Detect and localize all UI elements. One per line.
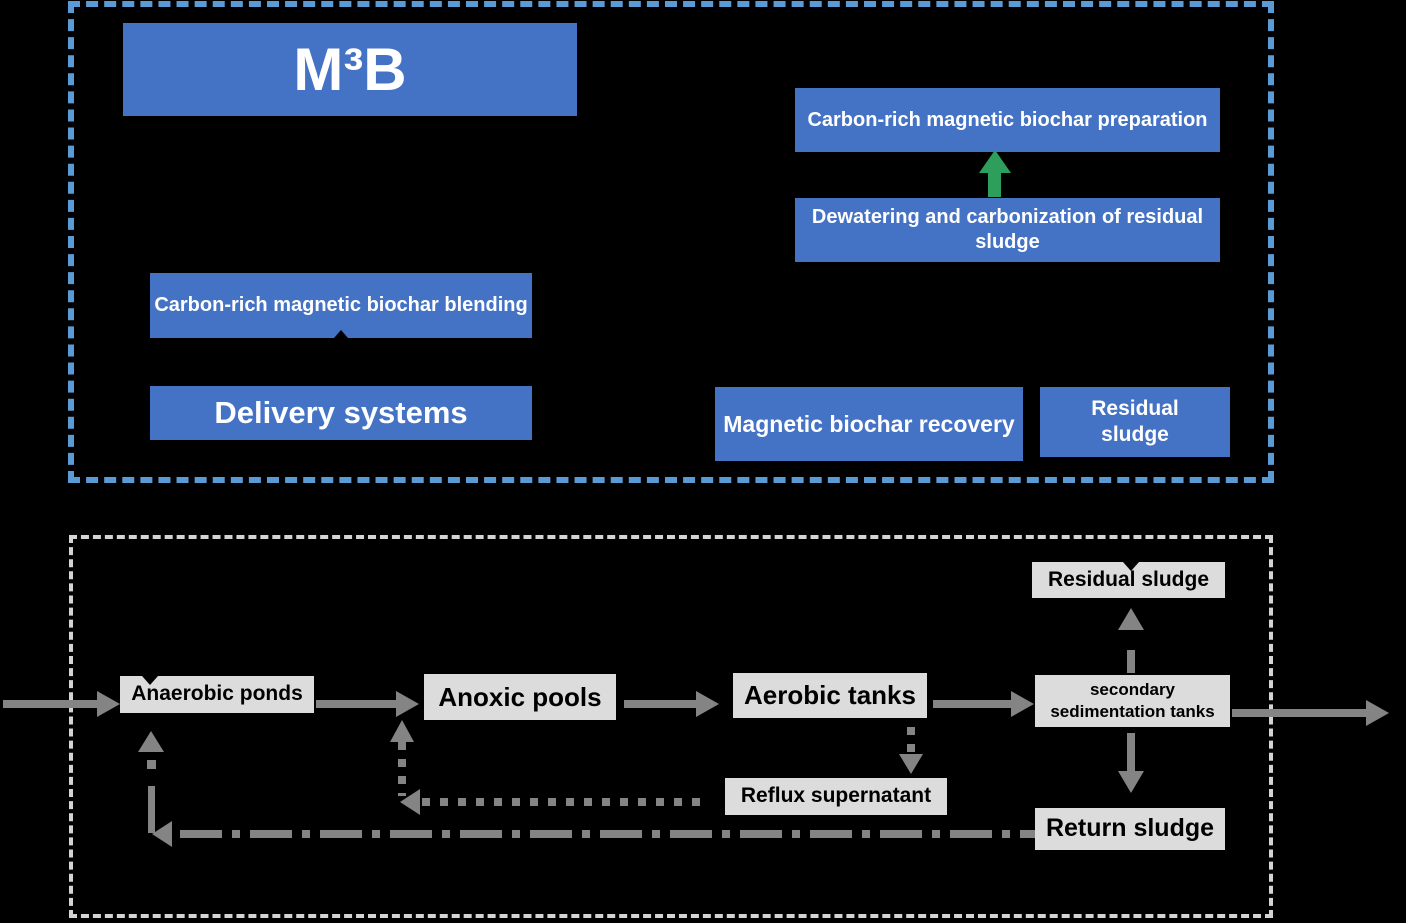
box-secondary-sedimentation-tanks: secondary sedimentation tanks [1035, 675, 1230, 727]
green-up-arrowhead-icon [979, 150, 1011, 173]
box-return-sludge: Return sludge [1035, 808, 1225, 850]
box-m3b-title: M³B [123, 23, 577, 116]
right-arrowhead-icon [396, 691, 419, 717]
arrow-stem [1127, 733, 1135, 771]
left-arrowhead-icon [152, 821, 172, 847]
arrow-stem [148, 786, 155, 833]
box-aerobic-tanks: Aerobic tanks [733, 673, 927, 718]
box-residual-sludge-top: Residual sludge [1040, 387, 1230, 457]
box-anaerobic-ponds: Anaerobic ponds [120, 676, 314, 713]
down-arrowhead-icon [899, 754, 923, 774]
box-dewatering-carbonization: Dewatering and carbonization of residual… [795, 198, 1220, 262]
right-arrowhead-icon [97, 691, 120, 717]
green-arrow-stem [988, 172, 1001, 197]
arrow-stem [3, 700, 97, 708]
arrow-stem [933, 700, 1011, 708]
up-arrowhead-icon [1118, 608, 1144, 630]
box-reflux-supernatant: Reflux supernatant [725, 778, 947, 815]
black-arrow-notch-anaerobic [142, 676, 158, 685]
down-arrowhead-icon [1118, 771, 1144, 793]
box-delivery-systems: Delivery systems [150, 386, 532, 440]
right-arrowhead-icon [1366, 700, 1389, 726]
box-biochar-preparation: Carbon-rich magnetic biochar preparation [795, 88, 1220, 152]
arrow-dashdot-stem [180, 830, 1035, 838]
arrow-dotted-stem [907, 727, 915, 753]
black-arrow-notch-residual-sludge [1123, 562, 1139, 571]
box-magnetic-biochar-recovery: Magnetic biochar recovery [715, 387, 1023, 461]
up-arrowhead-icon [390, 720, 414, 742]
arrow-stem [624, 700, 696, 708]
arrow-dotted-stem [422, 798, 710, 806]
black-arrow-notch-blending [334, 330, 348, 338]
arrow-dash-stem [1127, 650, 1135, 673]
box-anoxic-pools: Anoxic pools [424, 674, 616, 720]
up-arrowhead-icon [138, 731, 164, 752]
treatment-section-frame [69, 535, 1273, 918]
box-residual-sludge-bottom: Residual sludge [1032, 562, 1225, 598]
right-arrowhead-icon [696, 691, 719, 717]
right-arrowhead-icon [1011, 691, 1034, 717]
arrow-dotted-stem [398, 742, 406, 796]
m3b-section-frame [68, 1, 1274, 483]
arrow-stem [1232, 709, 1366, 717]
arrow-dot [147, 760, 156, 769]
arrow-stem [316, 700, 396, 708]
box-biochar-blending: Carbon-rich magnetic biochar blending [150, 273, 532, 338]
